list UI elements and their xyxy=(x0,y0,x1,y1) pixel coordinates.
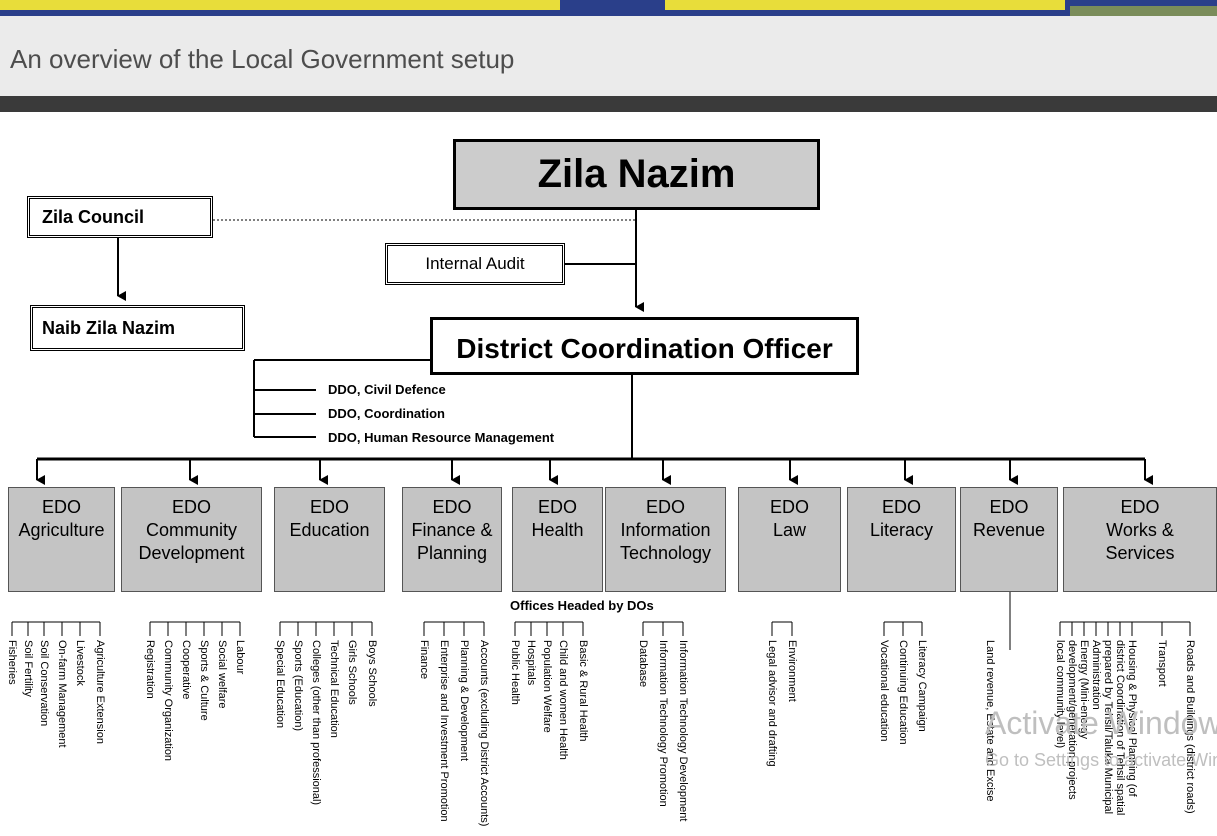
sub-office-label: Agriculture Extension xyxy=(94,640,106,744)
zila-council-box: Zila Council xyxy=(27,196,213,238)
sub-office-label: Administration xyxy=(1090,640,1102,710)
sub-office-label: Fisheries xyxy=(6,640,18,685)
sub-office-label: Planning & Development xyxy=(458,640,470,762)
offices-heading: Offices Headed by DOs xyxy=(510,598,654,613)
ddo-hr-management: DDO, Human Resource Management xyxy=(328,430,555,445)
slide-title: An overview of the Local Government setu… xyxy=(10,44,515,74)
sub-office-label: Child and women Health xyxy=(557,640,569,760)
sub-office-label: Sports (Education) xyxy=(292,640,304,732)
sub-office-label: Continuing Education xyxy=(897,640,909,745)
sub-office-label: Social welfare xyxy=(216,640,228,709)
sub-office-label: On-farm Management xyxy=(56,640,68,748)
sub-office-label: Labour xyxy=(234,640,246,675)
activate-watermark: Activate Windows xyxy=(985,705,1217,741)
sub-office-label: Population Welfare xyxy=(541,640,553,733)
sub-office-label: Boys Schools xyxy=(366,640,378,707)
naib-zila-nazim-box: Naib Zila Nazim xyxy=(30,305,245,351)
sub-office-label: Girls Schools xyxy=(346,640,358,705)
sub-office-label: Vocational education xyxy=(878,640,890,742)
sub-office-label: Information Technology Development xyxy=(677,640,689,822)
sub-office-label: Community Organization xyxy=(162,640,174,762)
divider-bar xyxy=(0,96,1217,112)
sub-office-label: Accounts (excluding District Accounts) xyxy=(478,640,490,827)
sub-office-label: Soil Conservation xyxy=(38,640,50,727)
activate-watermark-sub: Go to Settings to activate Windows. xyxy=(985,750,1217,770)
internal-audit-box: Internal Audit xyxy=(385,243,565,285)
sub-office-label: Information Technology Promotion xyxy=(657,640,669,807)
sub-office-label: Technical Education xyxy=(328,640,340,738)
slide-title-bar: An overview of the Local Government setu… xyxy=(0,16,1217,96)
sub-office-label: Soil Fertility xyxy=(22,640,34,697)
sub-office-label: Special Education xyxy=(274,640,286,729)
ddo-coordination: DDO, Coordination xyxy=(328,406,445,421)
sub-office-label: Colleges (other than professional) xyxy=(310,640,322,806)
header-banner-image xyxy=(0,0,1217,16)
sub-office-label: Livestock xyxy=(74,640,86,686)
sub-office-label: Transport xyxy=(1156,640,1168,687)
sub-office-label: Public Health xyxy=(509,640,521,705)
sub-office-label: Cooperative xyxy=(180,640,192,700)
sub-office-label: Hospitals xyxy=(525,640,537,686)
sub-office-label: Enterprise and Investment Promotion xyxy=(438,640,450,822)
ddo-civil-defence: DDO, Civil Defence xyxy=(328,382,446,397)
sub-office-label: Literacy Campaign xyxy=(916,640,928,732)
sub-office-label: Legal advisor and drafting xyxy=(766,640,778,767)
sub-office-label: Finance xyxy=(418,640,430,680)
zila-nazim-box: Zila Nazim xyxy=(453,139,820,210)
dco-box: District Coordination Officer xyxy=(430,317,859,375)
sub-office-label: Sports & Culture xyxy=(198,640,210,721)
sub-office-label: Basic & Rural Health xyxy=(577,640,589,742)
sub-office-label: Registration xyxy=(144,640,156,699)
sub-office-label: Database xyxy=(637,640,649,688)
sub-office-label: Environment xyxy=(786,640,798,702)
